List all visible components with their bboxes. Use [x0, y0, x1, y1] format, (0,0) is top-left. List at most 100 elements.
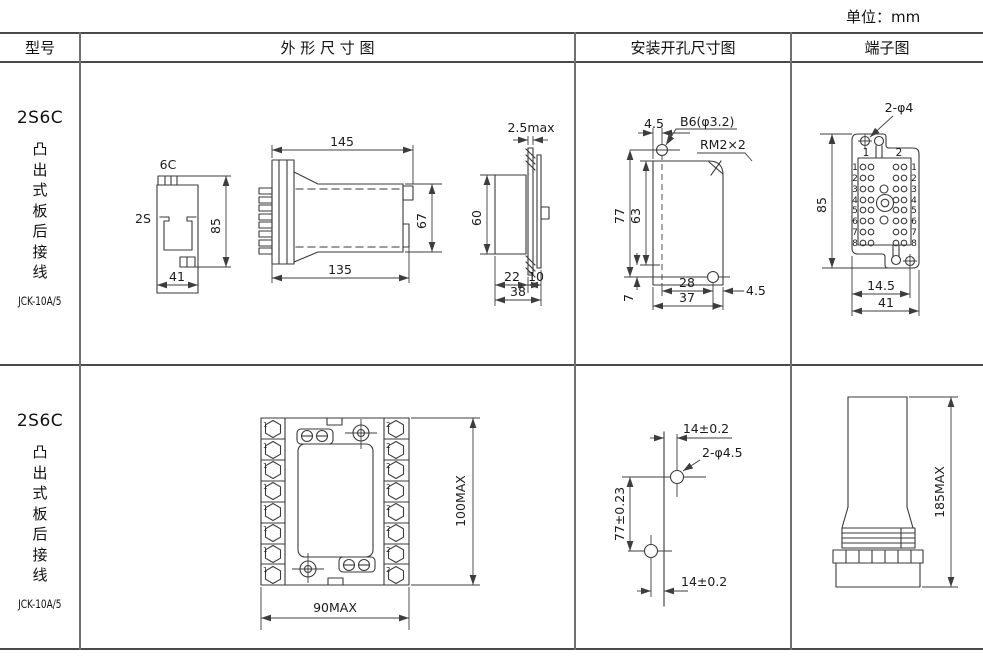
install1-h2-dim: 63 — [628, 208, 643, 224]
outline-cell-row1: 6C 2S 85 41 — [80, 62, 575, 365]
terminal-row-number: 4 — [911, 196, 917, 206]
header-install: 安装开孔尺寸图 — [630, 38, 736, 57]
dimension-table: 型号 外 形 尺 寸 图 安装开孔尺寸图 端子图 2S6C 凸出式板后接线 JC… — [0, 32, 983, 650]
hex-cell-digit: 1 — [263, 421, 267, 429]
terminal-row-number: 7 — [911, 228, 917, 238]
model-cell-row2: 2S6C 凸出式板后接线 JCK-10A/5 — [0, 365, 80, 650]
model-subcode: JCK-10A/5 — [18, 596, 62, 611]
terminal-row-number: 5 — [911, 206, 917, 216]
install2-hole-label: 2-φ4.5 — [702, 445, 743, 460]
install-drawing-row1: 4.5 B6(φ3.2) RM2×2 77 63 7 — [612, 114, 766, 310]
side-view-top-dim: 145 — [330, 134, 354, 149]
install1-w2-dim: 37 — [679, 290, 695, 305]
terminal-drawing-row2: 185MAX — [832, 396, 958, 588]
terminal-row-number: 6 — [911, 217, 917, 227]
hex-cell-digit: 1 — [263, 566, 267, 574]
terminal-row-number: 4 — [852, 196, 858, 206]
panel-dim-c: 38 — [510, 284, 526, 299]
terminal-row-number: 7 — [852, 228, 858, 238]
terminal-row-number: 3 — [852, 185, 858, 195]
back-view-height-dim: 100MAX — [453, 475, 468, 527]
install1-h1-dim: 77 — [612, 208, 627, 224]
profile-height-dim: 85 — [208, 218, 223, 234]
back-view: 1 1 1 1 1 1 1 1 2 2 2 2 2 2 2 2 — [260, 417, 480, 630]
terminal-row-number: 1 — [852, 163, 858, 173]
hex-cell-digit: 1 — [263, 442, 267, 450]
terminal-w2-dim: 41 — [878, 295, 894, 310]
terminal-row-number: 1 — [911, 163, 917, 173]
hex-cell-digit: 2 — [386, 525, 390, 533]
install-drawing-row2: 14±0.2 2-φ4.5 77±0.23 14±0.2 — [612, 421, 743, 607]
header-model: 型号 — [24, 38, 55, 57]
hex-cell-digit: 1 — [263, 462, 267, 470]
header-terminal: 端子图 — [864, 38, 910, 57]
back-view-width-dim: 90MAX — [313, 600, 357, 615]
model-description-vertical: 凸出式板后接线 — [32, 443, 48, 584]
terminal-w1-dim: 14.5 — [867, 278, 895, 293]
hex-cell-digit: 2 — [386, 566, 390, 574]
mounting-hole-view-row2: 14±0.2 2-φ4.5 77±0.23 14±0.2 — [612, 421, 743, 607]
table-column-divider — [574, 32, 576, 650]
model-description-vertical: 凸出式板后接线 — [32, 140, 48, 281]
mounting-hole-view-row1: 4.5 B6(φ3.2) RM2×2 77 63 7 — [612, 114, 766, 310]
terminal-col-right-label: 2 — [896, 147, 903, 159]
model-cell-row1: 2S6C 凸出式板后接线 JCK-10A/5 — [0, 62, 80, 365]
terminal-row-number: 8 — [911, 239, 917, 249]
side-view: 145 135 67 — [258, 134, 442, 283]
table-column-divider — [79, 32, 81, 650]
profile-top-label: 6C — [160, 157, 177, 172]
panel-section-view: 2.5max 60 22 10 38 — [469, 120, 555, 306]
terminal-row-number: 2 — [852, 174, 858, 184]
outline-cell-row2: 1 1 1 1 1 1 1 1 2 2 2 2 2 2 2 2 — [80, 365, 575, 650]
terminal-height-dim: 85 — [814, 197, 829, 213]
terminal-row-number: 3 — [911, 185, 917, 195]
terminal-drawing-row1: 1 2 2-φ4 1 2 — [814, 100, 920, 316]
hex-cell-digit: 2 — [386, 504, 390, 512]
terminal-row-number: 5 — [852, 206, 858, 216]
side-view-right-dim: 67 — [414, 213, 429, 229]
profile-view: 6C 2S 85 41 — [135, 157, 231, 294]
hex-cell-digit: 1 — [263, 546, 267, 554]
model-code: 2S6C — [16, 108, 64, 128]
hex-cell-digit: 1 — [263, 525, 267, 533]
install2-height-dim: 77±0.23 — [612, 487, 627, 541]
panel-dim-a: 22 — [504, 269, 520, 284]
table-header-divider — [0, 60, 983, 63]
hex-cell-digit: 2 — [386, 483, 390, 491]
hex-cell-digit: 2 — [386, 421, 390, 429]
terminal-row-number: 2 — [911, 174, 917, 184]
table-bottom-border — [0, 648, 983, 650]
outline-drawing-row2: 1 1 1 1 1 1 1 1 2 2 2 2 2 2 2 2 — [260, 417, 480, 630]
hex-cell-digit: 1 — [263, 504, 267, 512]
outline-drawing-row1: 6C 2S 85 41 — [135, 120, 555, 306]
socket-side-view: 185MAX — [832, 396, 958, 588]
install2-bottom-dim: 14±0.2 — [681, 574, 727, 589]
panel-height-dim: 60 — [469, 210, 484, 226]
install1-offset-dim: 4.5 — [644, 116, 664, 131]
panel-thickness-dim: 2.5max — [507, 120, 554, 135]
side-view-bottom-dim: 135 — [328, 262, 352, 277]
socket-height-dim: 185MAX — [932, 466, 947, 518]
install1-h3-dim: 7 — [621, 294, 636, 302]
terminal-face-view: 1 2 2-φ4 1 2 — [814, 100, 920, 316]
install1-hole-label: B6(φ3.2) — [680, 114, 734, 129]
install-cell-row2: 14±0.2 2-φ4.5 77±0.23 14±0.2 — [575, 365, 791, 650]
header-outline: 外 形 尺 寸 图 — [280, 38, 375, 57]
hex-cell-digit: 1 — [263, 483, 267, 491]
model-subcode: JCK-10A/5 — [18, 293, 62, 308]
install2-top-dim: 14±0.2 — [683, 421, 729, 436]
terminal-row-number: 8 — [852, 239, 858, 249]
unit-label: 单位：mm — [846, 8, 921, 26]
terminal-col-left-label: 1 — [863, 147, 870, 159]
hex-cell-digit: 2 — [386, 442, 390, 450]
terminal-cell-row2: 185MAX — [791, 365, 983, 650]
terminal-row-number: 6 — [852, 217, 858, 227]
hex-cell-digit: 2 — [386, 546, 390, 554]
hex-cell-digit: 2 — [386, 462, 390, 470]
install1-right-dim: 4.5 — [746, 283, 766, 298]
model-code: 2S6C — [16, 411, 64, 431]
table-column-divider — [790, 32, 792, 650]
table-row-divider — [0, 363, 983, 366]
install1-thread-label: RM2×2 — [700, 137, 746, 152]
